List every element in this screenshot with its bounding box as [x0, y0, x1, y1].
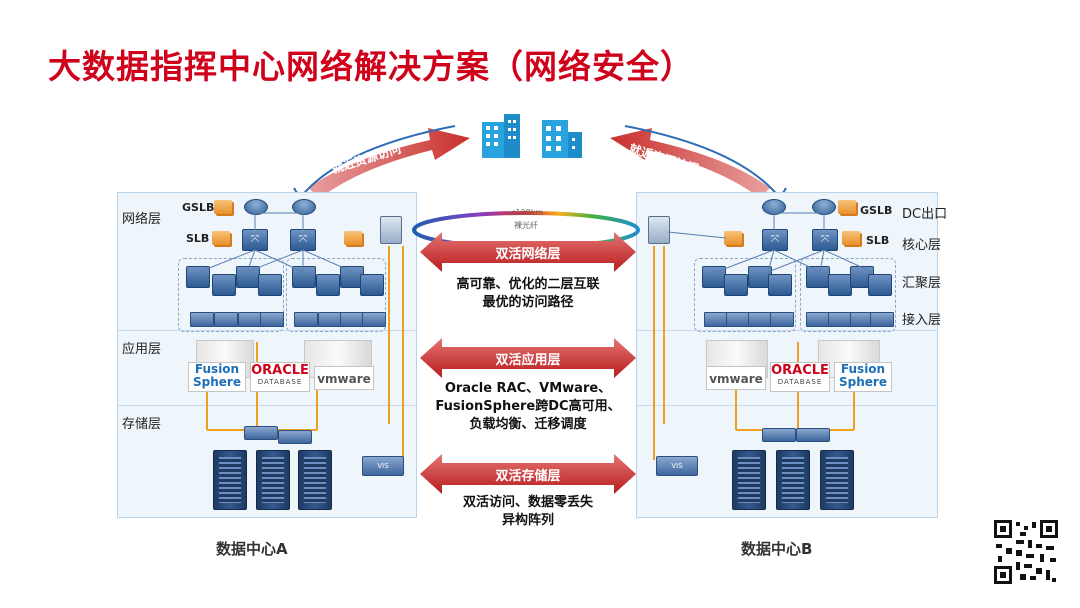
aggregation-switch-icon — [186, 266, 210, 288]
fiber-type-label: 裸光纤 — [514, 221, 538, 230]
aggregation-switch-icon — [258, 274, 282, 296]
oracle-database-logo: ORACLE DATABASE — [770, 362, 830, 392]
router-icon — [292, 199, 316, 215]
layer-label-access: 接入层 — [902, 313, 942, 328]
storage-array-icon — [256, 450, 290, 510]
firewall-icon — [724, 231, 742, 245]
pod-group — [286, 258, 386, 332]
aggregation-switch-icon — [292, 266, 316, 288]
storage-array-icon — [298, 450, 332, 510]
layer-label-network: 网络层 — [122, 212, 162, 227]
layer-divider — [117, 330, 415, 331]
aggregation-switch-icon — [868, 274, 892, 296]
active-network-arrow — [420, 232, 636, 272]
gslb-label: GSLB — [182, 201, 215, 214]
firewall-icon — [842, 231, 860, 245]
active-application-arrow — [420, 338, 636, 378]
layer-divider — [117, 405, 415, 406]
vis-device-icon: VIS — [362, 456, 404, 476]
dci-switch-icon — [380, 216, 402, 244]
layer-label-dc-exit: DC出口 — [902, 207, 948, 222]
access-switch-icon — [214, 312, 238, 327]
slb-label: SLB — [866, 234, 890, 247]
dci-switch-icon — [648, 216, 670, 244]
page-title: 大数据指挥中心网络解决方案（网络安全） — [48, 47, 694, 86]
access-switch-icon — [870, 312, 894, 327]
storage-array-icon — [820, 450, 854, 510]
router-icon — [244, 199, 268, 215]
san-switch-icon — [762, 428, 796, 442]
layer-label-aggregation: 汇聚层 — [902, 276, 942, 291]
active-application-desc: Oracle RAC、VMware、 FusionSphere跨DC高可用、 负… — [435, 381, 621, 432]
oracle-database-logo: ORACLE DATABASE — [250, 362, 310, 392]
vmware-logo: vmware — [706, 366, 766, 390]
fusionsphere-logo: Fusion Sphere — [834, 362, 892, 392]
firewall-icon — [212, 231, 230, 245]
fusionsphere-logo: Fusion Sphere — [188, 362, 246, 392]
pod-group — [178, 258, 284, 332]
active-storage-label: 双活存储层 — [495, 469, 561, 484]
san-switch-icon — [278, 430, 312, 444]
active-network-desc: 高可靠、优化的二层互联 最优的访问路径 — [456, 277, 600, 310]
pod-group — [800, 258, 896, 332]
san-switch-icon — [796, 428, 830, 442]
vmware-logo: vmware — [314, 366, 374, 390]
firewall-icon — [214, 200, 232, 214]
slb-label: SLB — [186, 232, 210, 245]
access-switch-icon — [362, 312, 386, 327]
storage-array-icon — [776, 450, 810, 510]
layer-label-storage: 存储层 — [122, 417, 162, 432]
firewall-icon — [344, 231, 362, 245]
gslb-label: GSLB — [860, 204, 893, 217]
layer-divider — [636, 405, 936, 406]
aggregation-switch-icon — [360, 274, 384, 296]
aggregation-switch-icon — [768, 274, 792, 296]
active-network-label: 双活网络层 — [495, 247, 561, 262]
switch-icon: ⤧ — [812, 229, 838, 251]
aggregation-switch-icon — [316, 274, 340, 296]
active-storage-arrow — [420, 454, 636, 494]
firewall-icon — [838, 200, 856, 214]
layer-label-application: 应用层 — [122, 342, 162, 357]
aggregation-switch-icon — [724, 274, 748, 296]
datacenter-b-caption: 数据中心B — [741, 540, 813, 558]
access-switch-icon — [190, 312, 214, 327]
layer-divider — [636, 330, 936, 331]
pod-group — [694, 258, 796, 332]
qr-code-icon — [992, 518, 1060, 586]
aggregation-switch-icon — [212, 274, 236, 296]
datacenter-a-caption: 数据中心A — [216, 540, 288, 558]
active-storage-desc: 双活访问、数据零丢失 异构阵列 — [462, 495, 593, 528]
san-switch-icon — [244, 426, 278, 440]
access-switch-icon — [770, 312, 794, 327]
layer-label-core: 核心层 — [902, 238, 942, 253]
access-switch-icon — [294, 312, 318, 327]
access-switch-icon — [260, 312, 284, 327]
vis-device-icon: VIS — [656, 456, 698, 476]
building-icon — [482, 114, 582, 158]
active-application-label: 双活应用层 — [495, 353, 561, 368]
storage-array-icon — [732, 450, 766, 510]
storage-array-icon — [213, 450, 247, 510]
fiber-distance-label: ≤100km — [508, 208, 544, 217]
